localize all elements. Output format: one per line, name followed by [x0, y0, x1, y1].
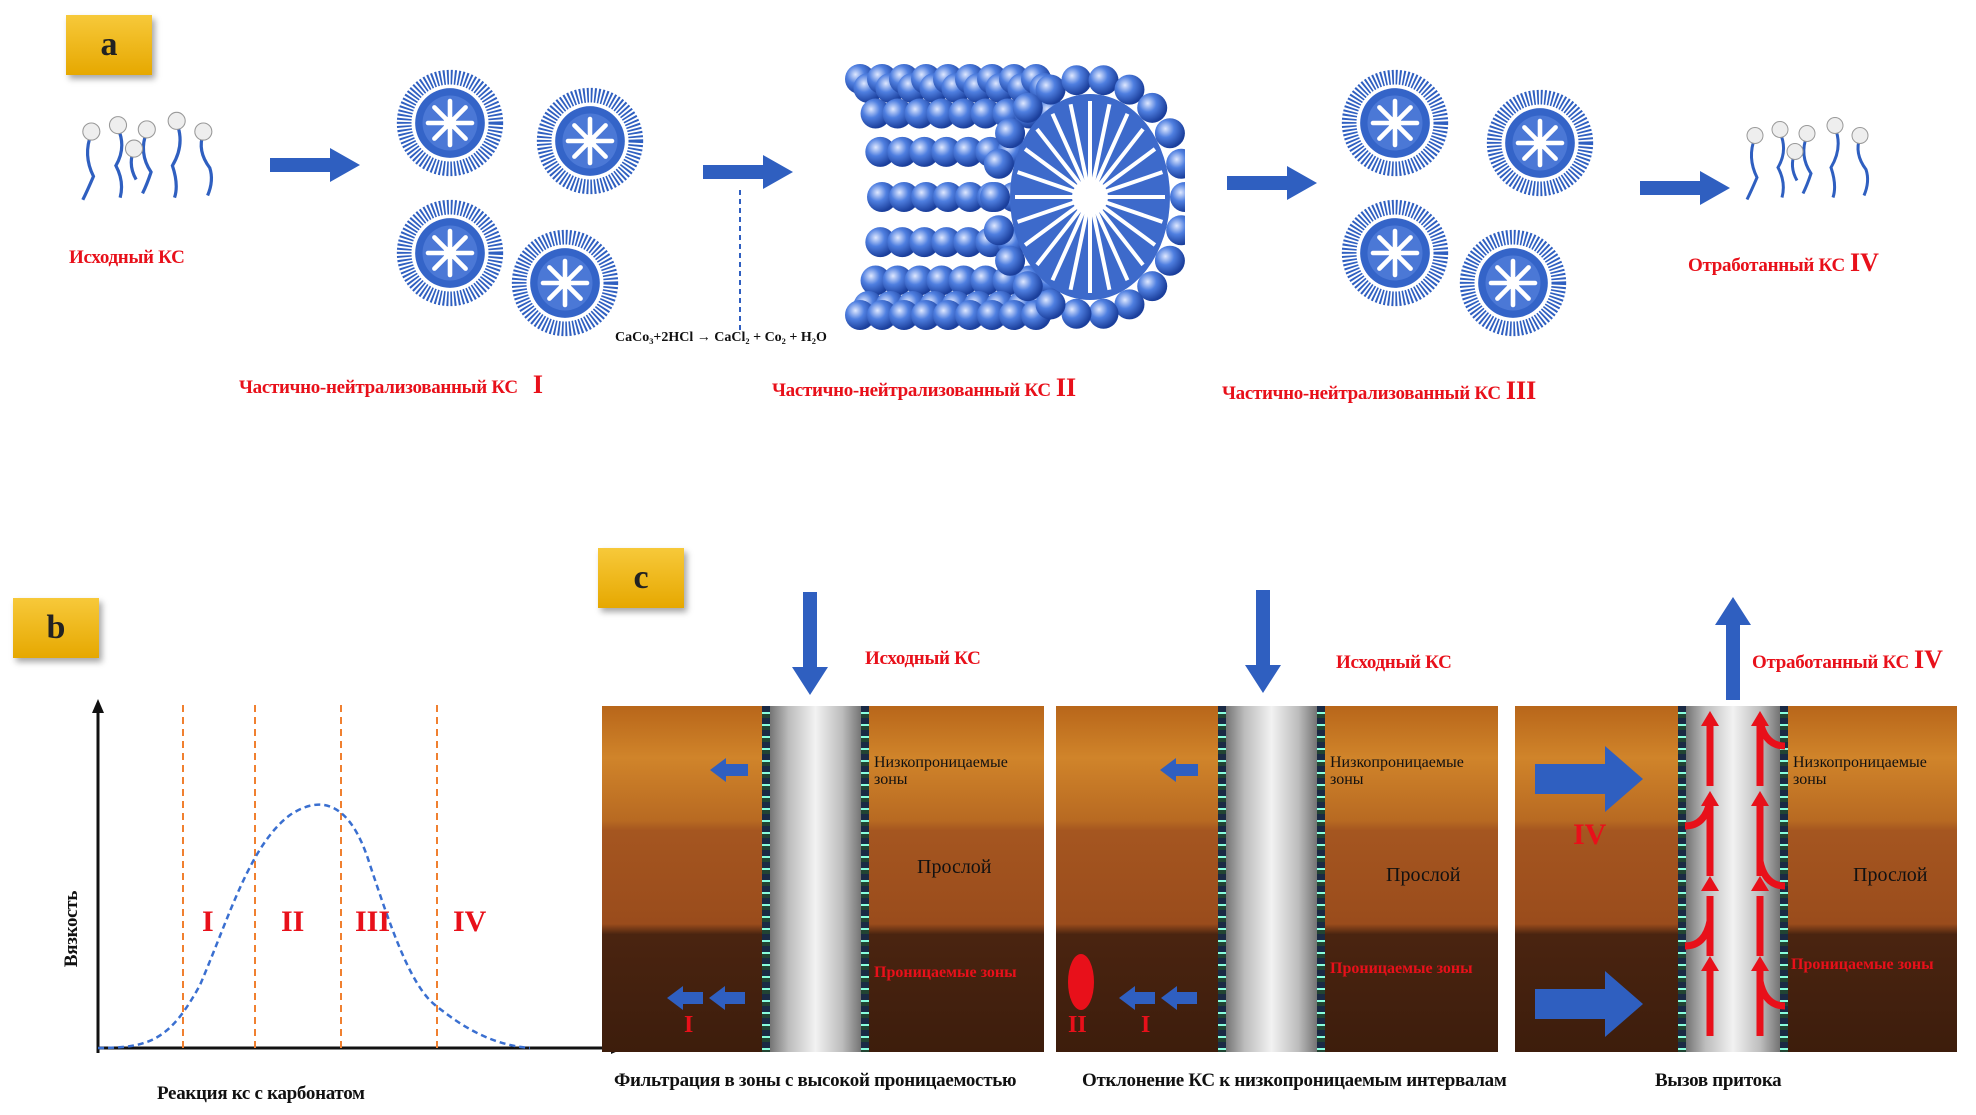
micelles-stage-1 — [395, 68, 645, 348]
interlayer-label: Прослой — [1386, 864, 1461, 886]
panel-a-badge: a — [66, 15, 152, 75]
diverter-plug-icon — [1068, 954, 1094, 1010]
arrow-left-icon — [667, 986, 745, 1010]
arrow-right-icon — [1640, 171, 1730, 205]
zone-label-1: I — [202, 905, 214, 938]
y-axis-label: Вязкость — [61, 890, 82, 968]
panel-c2-top-label: Исходный КС — [1336, 652, 1452, 673]
arrow-down-icon — [1245, 590, 1281, 693]
flowback-arrows — [1684, 711, 1786, 1036]
arrow-up-icon — [1715, 597, 1751, 700]
formation-right — [1788, 706, 1957, 1052]
stage2-label: Частично-нейтрализованный КС II — [772, 373, 1077, 402]
permeable-zone-label: Проницаемые зоны — [874, 964, 1017, 981]
formation-right — [1325, 706, 1498, 1052]
permeable-zone-label: Проницаемые зоны — [1330, 960, 1473, 977]
arrow-left-icon — [1119, 986, 1197, 1010]
stage3-label: Частично-нейтрализованный КС III — [1222, 376, 1537, 405]
zone-label-4: IV — [453, 905, 487, 938]
panel-c3-top-label: Отработанный КС IV — [1752, 645, 1943, 674]
x-axis-label: Реакция кс с карбонатом — [157, 1083, 365, 1104]
casing — [762, 706, 770, 1052]
arrow-right-icon — [703, 155, 793, 189]
panel-c1-top-label: Исходный КС — [865, 648, 981, 669]
caption-filtration: Фильтрация в зоны с высокой проницаемост… — [614, 1070, 1017, 1091]
cylindrical-micelle — [845, 64, 1185, 330]
wellbore-panel-flowback: Низкопроницаемые зоны Прослой Проницаемы… — [1515, 706, 1957, 1052]
arrow-right-icon — [1227, 166, 1317, 200]
formation-right — [869, 706, 1044, 1052]
zone-marker: I — [1141, 1012, 1151, 1038]
casing — [861, 706, 869, 1052]
panel-b-badge: b — [13, 598, 99, 658]
zone-label-2: II — [281, 905, 305, 938]
stage1-label: Частично-нейтрализованный КС I — [239, 370, 543, 399]
casing — [1780, 706, 1788, 1052]
inflow-arrow-icon — [1535, 971, 1643, 1037]
zone-label-3: III — [355, 905, 391, 938]
viscosity-plot — [92, 699, 625, 1054]
caption-diversion: Отклонение КС к низкопроницаемым интерва… — [1082, 1070, 1507, 1091]
spent-surfactant-label: Отработанный КС IV — [1688, 248, 1879, 277]
low-permeability-label: Низкопроницаемые зоны — [874, 754, 1008, 788]
reaction-equation: CaCo₃+2HCl → CaCl₂ + Co₂ + H₂O — [615, 330, 827, 345]
initial-surfactant-label: Исходный КС — [69, 247, 185, 268]
arrow-right-icon — [270, 148, 360, 182]
permeable-zone-label: Проницаемые зоны — [1791, 956, 1934, 973]
low-permeability-label: Низкопроницаемые зоны — [1793, 754, 1927, 788]
wellbore — [1218, 706, 1325, 1052]
wellbore-panel-filtration: Низкопроницаемые зоны Прослой Проницаемы… — [602, 706, 1044, 1052]
casing — [1317, 706, 1325, 1052]
zone-marker: I — [684, 1012, 694, 1038]
interlayer-label: Прослой — [917, 856, 992, 878]
arrow-left-icon — [710, 758, 748, 782]
low-permeability-label: Низкопроницаемые зоны — [1330, 754, 1464, 788]
arrow-down-icon — [792, 592, 828, 695]
inflow-arrow-icon — [1535, 746, 1643, 812]
wellbore-panel-diversion: Низкопроницаемые зоны Прослой Проницаемы… — [1056, 706, 1498, 1052]
zone-marker-2: II — [1068, 1012, 1087, 1038]
casing — [1678, 706, 1686, 1052]
dashed-connector — [739, 190, 741, 330]
viscosity-curve — [97, 803, 531, 1050]
surfactant-molecules-initial — [81, 110, 214, 202]
surfactant-molecules-spent — [1745, 115, 1870, 202]
caption-flowback: Вызов притока — [1655, 1070, 1782, 1091]
arrow-left-icon — [1160, 758, 1198, 782]
wellbore — [762, 706, 869, 1052]
panel-c-badge: c — [598, 548, 684, 608]
micelles-stage-3 — [1340, 68, 1600, 348]
interlayer-label: Прослой — [1853, 864, 1928, 886]
zone-marker: IV — [1573, 818, 1607, 851]
casing — [1218, 706, 1226, 1052]
